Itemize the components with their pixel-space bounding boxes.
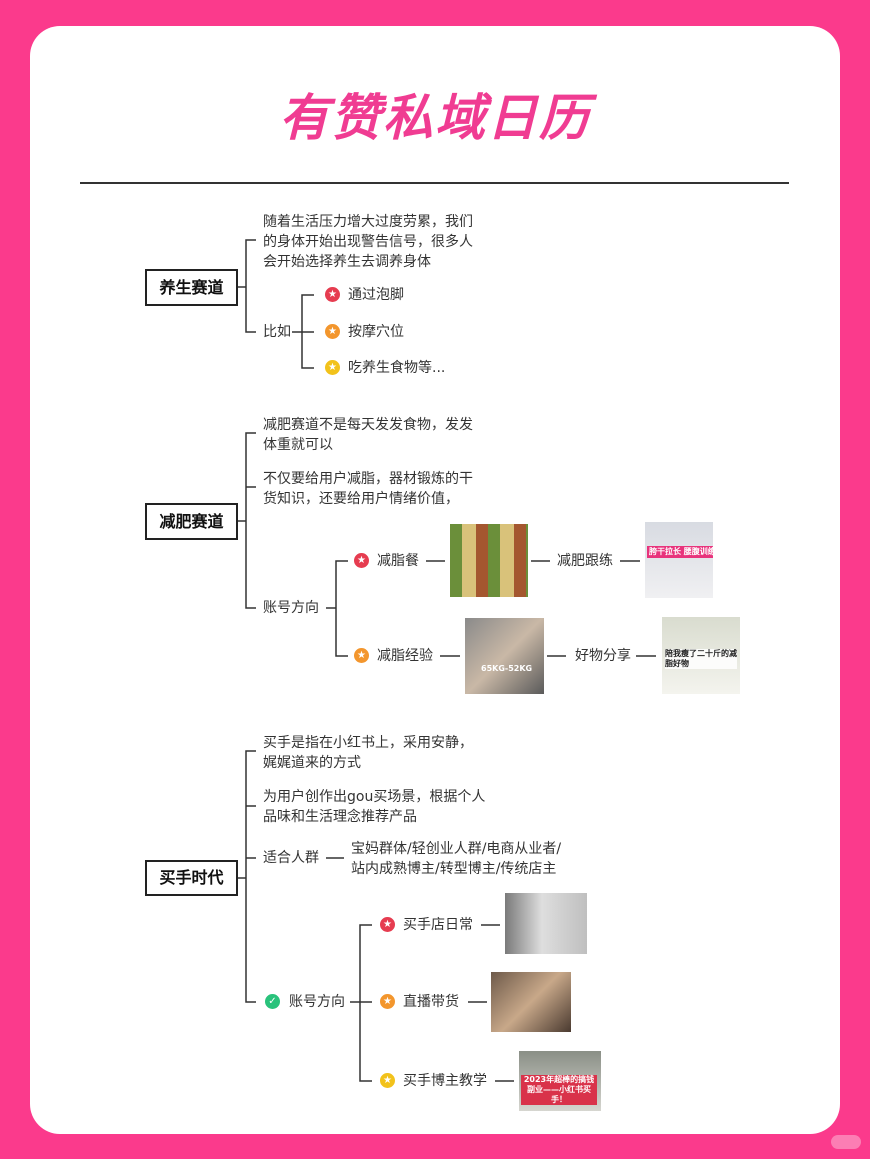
red-star-icon: ★ <box>325 287 340 302</box>
weightloss-next: 好物分享 <box>575 648 631 664</box>
buyer-item: 买手店日常 <box>403 917 473 933</box>
weightloss-desc-line: 不仅要给用户减脂，器材锻炼的干 <box>263 471 473 487</box>
livestream-photo <box>491 972 571 1032</box>
red-star-icon: ★ <box>380 917 395 932</box>
weightloss-desc-line: 货知识，还要给用户情绪价值， <box>263 491 459 507</box>
buyer-teaching-caption: 2023年超棒的搞钱副业——小红书买手！ <box>521 1075 597 1105</box>
products-photo: 陪我瘦了二十斤的减脂好物 <box>662 617 740 694</box>
branch-weight-loss: 减肥赛道 <box>145 503 238 540</box>
workout-photo: 胯干拉长 腰腹训练 <box>645 522 713 598</box>
buyer-audience-line: 宝妈群体/轻创业人群/电商从业者/ <box>351 841 562 857</box>
buyer-item: 买手博主教学 <box>403 1073 487 1089</box>
watermark-badge <box>831 1135 861 1149</box>
yellow-star-icon: ★ <box>380 1073 395 1088</box>
branch-wellness: 养生赛道 <box>145 269 238 306</box>
buyer-audience-label: 适合人群 <box>263 850 319 866</box>
buyer-teaching-photo: 2023年超棒的搞钱副业——小红书买手！ <box>519 1051 601 1111</box>
wellness-item: 吃养生食物等... <box>348 360 446 376</box>
wellness-item: 按摩穴位 <box>348 324 404 340</box>
buyer-sub-label: 账号方向 <box>289 994 345 1010</box>
wellness-desc-line: 会开始选择养生去调养身体 <box>263 254 431 270</box>
weightloss-next: 减肥跟练 <box>557 553 613 569</box>
workout-photo-caption: 胯干拉长 腰腹训练 <box>647 546 713 558</box>
products-photo-caption: 陪我瘦了二十斤的减脂好物 <box>665 649 737 669</box>
branch-buyer-era: 买手时代 <box>145 860 238 896</box>
buyer-desc-line: 品味和生活理念推荐产品 <box>263 809 417 825</box>
experience-photo-caption: 65KG-52KG <box>481 664 533 673</box>
wellness-desc-line: 的身体开始出现警告信号，很多人 <box>263 234 473 250</box>
buyer-desc-line: 买手是指在小红书上，采用安静， <box>263 735 473 751</box>
orange-star-icon: ★ <box>354 648 369 663</box>
buyer-audience-line: 站内成熟博主/转型博主/传统店主 <box>351 861 557 877</box>
wellness-item: 通过泡脚 <box>348 287 404 303</box>
weightloss-desc-line: 体重就可以 <box>263 437 333 453</box>
wellness-sub-label: 比如 <box>263 324 291 340</box>
weightloss-desc-line: 减肥赛道不是每天发发食物，发发 <box>263 417 473 433</box>
title-divider <box>80 182 789 184</box>
meal-prep-photo <box>450 524 528 597</box>
weightloss-item: 减脂餐 <box>377 553 419 569</box>
yellow-star-icon: ★ <box>325 360 340 375</box>
experience-photo: 65KG-52KG <box>465 618 544 694</box>
buyer-desc-line: 为用户创作出gou买场景，根据个人 <box>263 789 486 805</box>
red-star-icon: ★ <box>354 553 369 568</box>
buyer-item: 直播带货 <box>403 994 459 1010</box>
wellness-desc-line: 随着生活压力增大过度劳累，我们 <box>263 214 473 230</box>
buyer-desc-line: 娓娓道来的方式 <box>263 755 361 771</box>
page-title: 有赞私域日历 <box>279 89 591 147</box>
weightloss-item: 减脂经验 <box>377 648 433 664</box>
orange-star-icon: ★ <box>325 324 340 339</box>
orange-star-icon: ★ <box>380 994 395 1009</box>
buyer-shop-photo <box>505 893 587 954</box>
weightloss-sub-label: 账号方向 <box>263 600 319 616</box>
green-check-icon: ✓ <box>265 994 280 1009</box>
